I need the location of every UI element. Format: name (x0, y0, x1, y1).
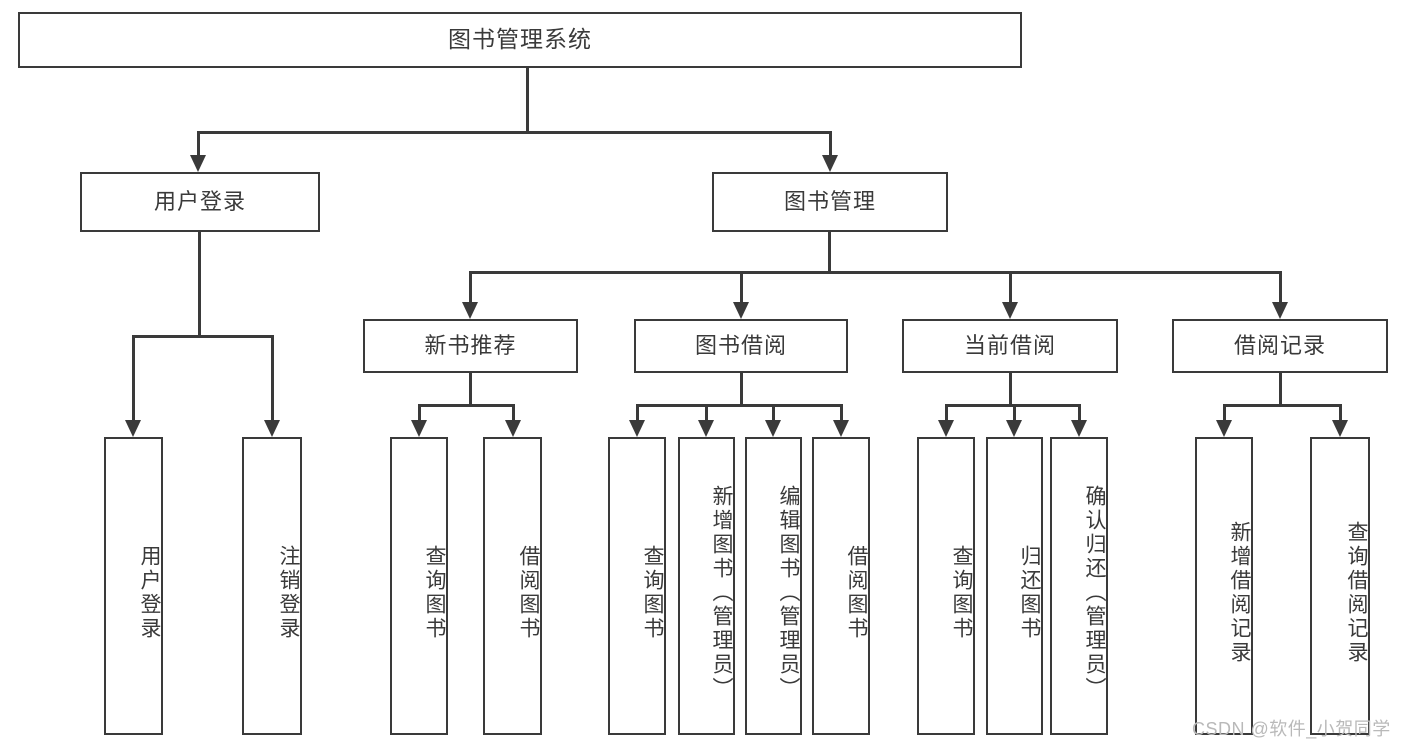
node-label: 新增图书（管理员） (710, 485, 733, 701)
connector-borrow-arrow-2-shaft (772, 404, 775, 421)
node-leaf-return-book[interactable]: 归还图书 (986, 437, 1043, 735)
connector-current-arrow-0-shaft (945, 404, 948, 421)
connector-root-stem (526, 68, 529, 133)
node-label: 当前借阅 (963, 333, 1056, 359)
connector-borrow-arrow-3-head (833, 420, 849, 437)
node-book-manage[interactable]: 图书管理 (712, 172, 948, 232)
connector-book-manage-arrow-3-head (1272, 302, 1288, 319)
connector-user-login-arrow-0-head (125, 420, 141, 437)
connector-record-arrow-1-shaft (1339, 404, 1342, 421)
node-root[interactable]: 图书管理系统 (18, 12, 1022, 68)
node-leaf-borrow-book[interactable]: 借阅图书 (812, 437, 870, 735)
connector-recommend-bus (419, 404, 513, 407)
connector-current-bus (946, 404, 1079, 407)
connector-current-arrow-2-shaft (1078, 404, 1081, 421)
watermark: CSDN @软件_小贺同学 (1192, 719, 1391, 739)
node-leaf-query-book-cur[interactable]: 查询图书 (917, 437, 975, 735)
connector-record-arrow-0-head (1216, 420, 1232, 437)
connector-borrow-bus (637, 404, 841, 407)
connector-current-arrow-1-head (1006, 420, 1022, 437)
connector-record-arrow-1-head (1332, 420, 1348, 437)
connector-borrow-arrow-0-head (629, 420, 645, 437)
connector-record-arrow-0-shaft (1223, 404, 1226, 421)
connector-book-manage-arrow-0-shaft (469, 271, 472, 303)
node-leaf-edit-book-admin[interactable]: 编辑图书（管理员） (745, 437, 802, 735)
node-label: 借阅记录 (1233, 333, 1326, 359)
connector-recommend-arrow-1-shaft (512, 404, 515, 421)
connector-borrow-arrow-1-shaft (705, 404, 708, 421)
node-user-login[interactable]: 用户登录 (80, 172, 320, 232)
connector-user-login-arrow-1-shaft (271, 335, 274, 421)
node-label: 新增借阅记录 (1228, 521, 1251, 665)
connector-borrow-arrow-1-head (698, 420, 714, 437)
node-label: 查询借阅记录 (1345, 521, 1368, 665)
node-label: 归还图书 (1018, 545, 1041, 641)
node-label: 注销登录 (277, 545, 300, 641)
connector-borrow-arrow-2-head (765, 420, 781, 437)
connector-user-login-arrow-0-shaft (132, 335, 135, 421)
connector-root-arrow-1-head (822, 155, 838, 172)
node-book-borrow[interactable]: 图书借阅 (634, 319, 848, 373)
connector-book-manage-arrow-1-shaft (740, 271, 743, 303)
connector-current-arrow-0-head (938, 420, 954, 437)
connector-book-manage-arrow-2-shaft (1009, 271, 1012, 303)
connector-current-arrow-1-shaft (1013, 404, 1016, 421)
node-label: 借阅图书 (845, 545, 868, 641)
connector-recommend-arrow-0-shaft (418, 404, 421, 421)
connector-root-arrow-0-head (190, 155, 206, 172)
connector-book-manage-arrow-0-head (462, 302, 478, 319)
connector-root-arrow-1-shaft (829, 131, 832, 156)
node-leaf-query-borrow-record[interactable]: 查询借阅记录 (1310, 437, 1370, 735)
node-leaf-user-login[interactable]: 用户登录 (104, 437, 163, 735)
connector-user-login-bus (133, 335, 272, 338)
connector-book-manage-arrow-2-head (1002, 302, 1018, 319)
connector-root-bus (198, 131, 830, 134)
connector-book-manage-arrow-1-head (733, 302, 749, 319)
node-new-book-recommend[interactable]: 新书推荐 (363, 319, 578, 373)
node-label: 查询图书 (423, 545, 446, 641)
connector-root-arrow-0-shaft (197, 131, 200, 156)
connector-recommend-arrow-1-head (505, 420, 521, 437)
node-label: 用户登录 (138, 545, 161, 641)
connector-recommend-stem (469, 373, 472, 404)
node-label: 用户登录 (153, 189, 246, 215)
connector-book-manage-arrow-3-shaft (1279, 271, 1282, 303)
connector-borrow-stem (740, 373, 743, 404)
connector-user-login-arrow-1-head (264, 420, 280, 437)
connector-record-stem (1279, 373, 1282, 404)
connector-book-manage-bus (470, 271, 1280, 274)
node-label: 图书管理系统 (448, 26, 592, 53)
node-label: 查询图书 (950, 545, 973, 641)
connector-current-stem (1009, 373, 1012, 404)
node-label: 编辑图书（管理员） (777, 485, 800, 701)
node-label: 借阅图书 (517, 545, 540, 641)
node-leaf-add-book-admin[interactable]: 新增图书（管理员） (678, 437, 735, 735)
node-label: 查询图书 (641, 545, 664, 641)
connector-record-bus (1224, 404, 1340, 407)
connector-recommend-arrow-0-head (411, 420, 427, 437)
node-leaf-logout-login[interactable]: 注销登录 (242, 437, 302, 735)
node-borrow-record[interactable]: 借阅记录 (1172, 319, 1388, 373)
connector-user-login-stem (198, 232, 201, 335)
node-leaf-borrow-book-rec[interactable]: 借阅图书 (483, 437, 542, 735)
node-label: 图书管理 (783, 189, 876, 215)
node-label: 新书推荐 (424, 333, 517, 359)
node-label: 图书借阅 (694, 333, 787, 359)
connector-book-manage-stem (828, 232, 831, 271)
node-leaf-confirm-return-admin[interactable]: 确认归还（管理员） (1050, 437, 1108, 735)
node-leaf-query-book-rec[interactable]: 查询图书 (390, 437, 448, 735)
connector-borrow-arrow-0-shaft (636, 404, 639, 421)
node-current-borrow[interactable]: 当前借阅 (902, 319, 1118, 373)
node-label: 确认归还（管理员） (1083, 485, 1106, 701)
node-leaf-add-borrow-record[interactable]: 新增借阅记录 (1195, 437, 1253, 735)
connector-borrow-arrow-3-shaft (840, 404, 843, 421)
connector-current-arrow-2-head (1071, 420, 1087, 437)
node-leaf-query-book[interactable]: 查询图书 (608, 437, 666, 735)
